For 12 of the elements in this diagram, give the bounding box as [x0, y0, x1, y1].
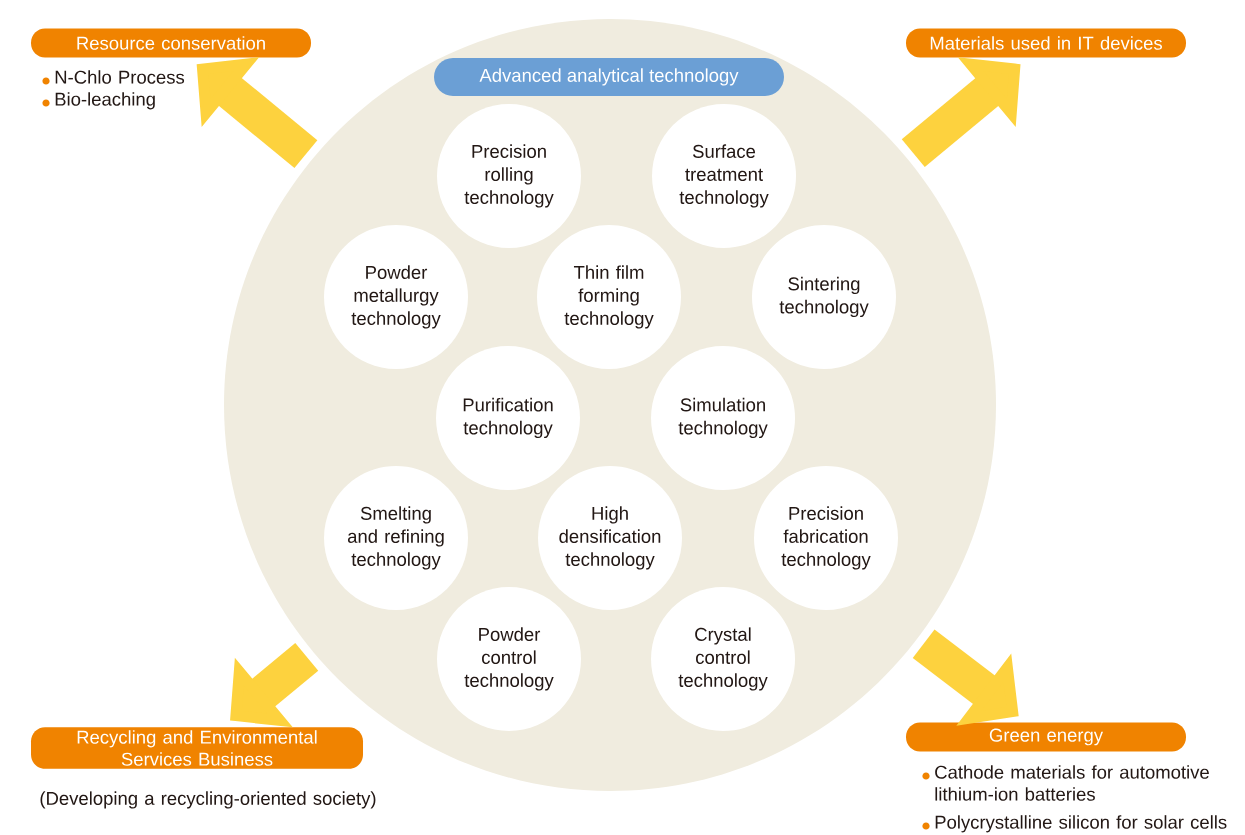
bullet-item: N-Chlo Process: [42, 70, 185, 85]
bullet-item: Cathode materials for automotive lithium-ion batteries: [922, 765, 1209, 801]
block-arrow: [230, 642, 319, 728]
bullet-item: Bio-leaching: [42, 92, 155, 110]
caption-text: (Developing a recycling-oriented society): [40, 791, 376, 809]
category-pill: Recycling and Environmental Services Business: [31, 727, 363, 769]
category-pill: Resource conservation: [31, 28, 311, 58]
header-pill: Advanced analytical technology: [434, 58, 784, 96]
category-pill: Materials used in IT devices: [906, 28, 1186, 58]
category-pill: Green energy: [906, 722, 1186, 752]
block-arrow: [901, 57, 1021, 168]
bullet-item: Polycrystalline silicon for solar cells: [922, 815, 1227, 833]
